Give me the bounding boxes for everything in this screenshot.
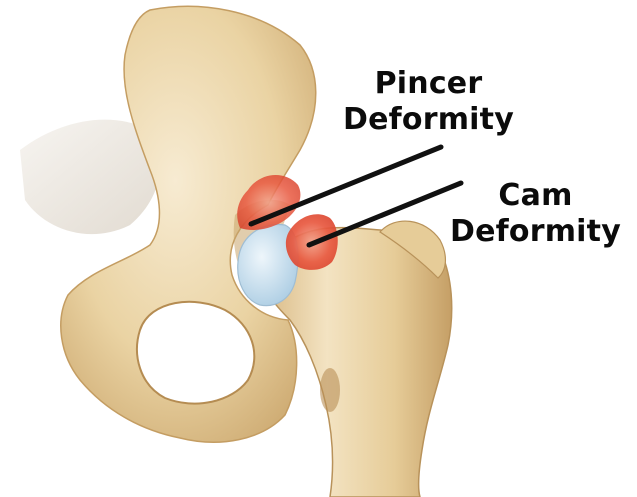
cam-label-line2: Deformity <box>450 214 621 250</box>
cam-deformity-label: Cam Deformity <box>450 178 621 250</box>
cam-label-line1: Cam <box>450 178 621 214</box>
pincer-label-line2: Deformity <box>343 102 514 138</box>
pincer-label-line1: Pincer <box>343 66 514 102</box>
pincer-deformity-label: Pincer Deformity <box>343 66 514 138</box>
lesser-trochanter <box>320 368 340 412</box>
obturator-foramen <box>137 302 254 404</box>
